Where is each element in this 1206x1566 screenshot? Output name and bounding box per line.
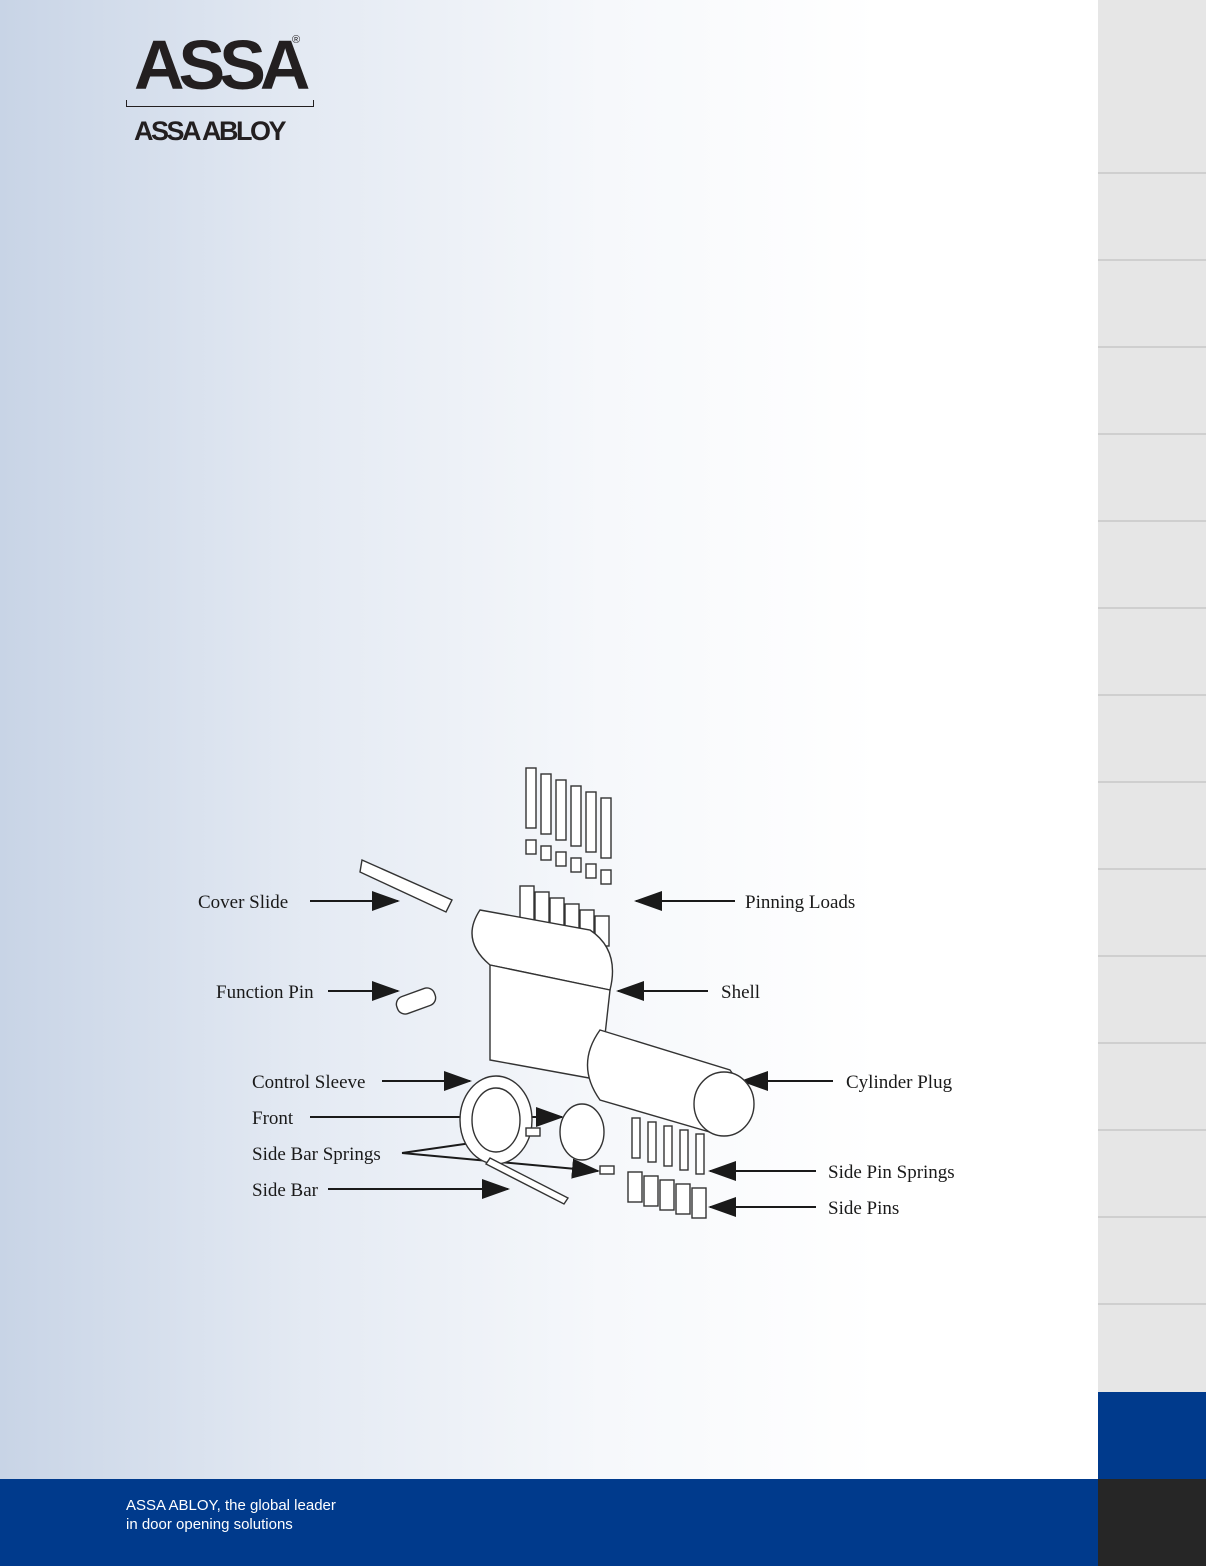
label-side-bar-springs: Side Bar Springs [252,1144,381,1165]
logo-rule [126,100,314,107]
tab-divider [1098,1129,1206,1131]
cover-slide-part [359,858,453,913]
side-bar-spring-part [525,1127,541,1137]
label-side-bar: Side Bar [252,1180,319,1201]
tagline-line-1: ASSA ABLOY, the global leader [126,1497,336,1514]
side-bar-spring-part [599,1165,615,1175]
footer-corner [1098,1479,1206,1566]
side-pin-set [627,1117,707,1219]
assa-logo: ASSA ® ASSA ABLOY [126,26,316,150]
tab-divider [1098,346,1206,348]
tab-divider [1098,172,1206,174]
tab-divider [1098,520,1206,522]
footer-bar [0,1479,1098,1566]
function-pin-part [395,987,437,1015]
label-front: Front [252,1108,294,1129]
label-cylinder-plug: Cylinder Plug [846,1072,953,1093]
tab-divider [1098,433,1206,435]
page-background [0,0,1098,1479]
tab-divider [1098,868,1206,870]
label-shell: Shell [721,982,760,1003]
sidebar-tabs [1098,0,1206,1392]
front-part [559,1103,605,1161]
tab-divider [1098,1216,1206,1218]
sidebar-active-tab [1098,1392,1206,1479]
footer-tagline: ASSA ABLOY, the global leader in door op… [126,1496,336,1534]
tab-divider [1098,694,1206,696]
logo-subtitle: ASSA ABLOY [134,116,287,146]
registered-mark: ® [292,34,301,46]
logo-wordmark: ASSA [134,26,311,104]
tab-divider [1098,781,1206,783]
tab-divider [1098,1042,1206,1044]
cylinder-parts [359,767,755,1219]
side-bar-part [484,1157,570,1205]
label-cover-slide: Cover Slide [198,892,288,913]
label-side-pin-springs: Side Pin Springs [828,1162,955,1183]
tab-divider [1098,607,1206,609]
cylinder-exploded-diagram: Cover Slide Function Pin Control Sleeve … [198,767,955,1219]
label-control-sleeve: Control Sleeve [252,1072,365,1093]
label-function-pin: Function Pin [216,982,314,1003]
tab-divider [1098,1303,1206,1305]
tab-divider [1098,955,1206,957]
label-pinning-loads: Pinning Loads [745,892,855,913]
label-side-pins: Side Pins [828,1198,899,1219]
tagline-line-2: in door opening solutions [126,1516,293,1533]
tab-divider [1098,259,1206,261]
